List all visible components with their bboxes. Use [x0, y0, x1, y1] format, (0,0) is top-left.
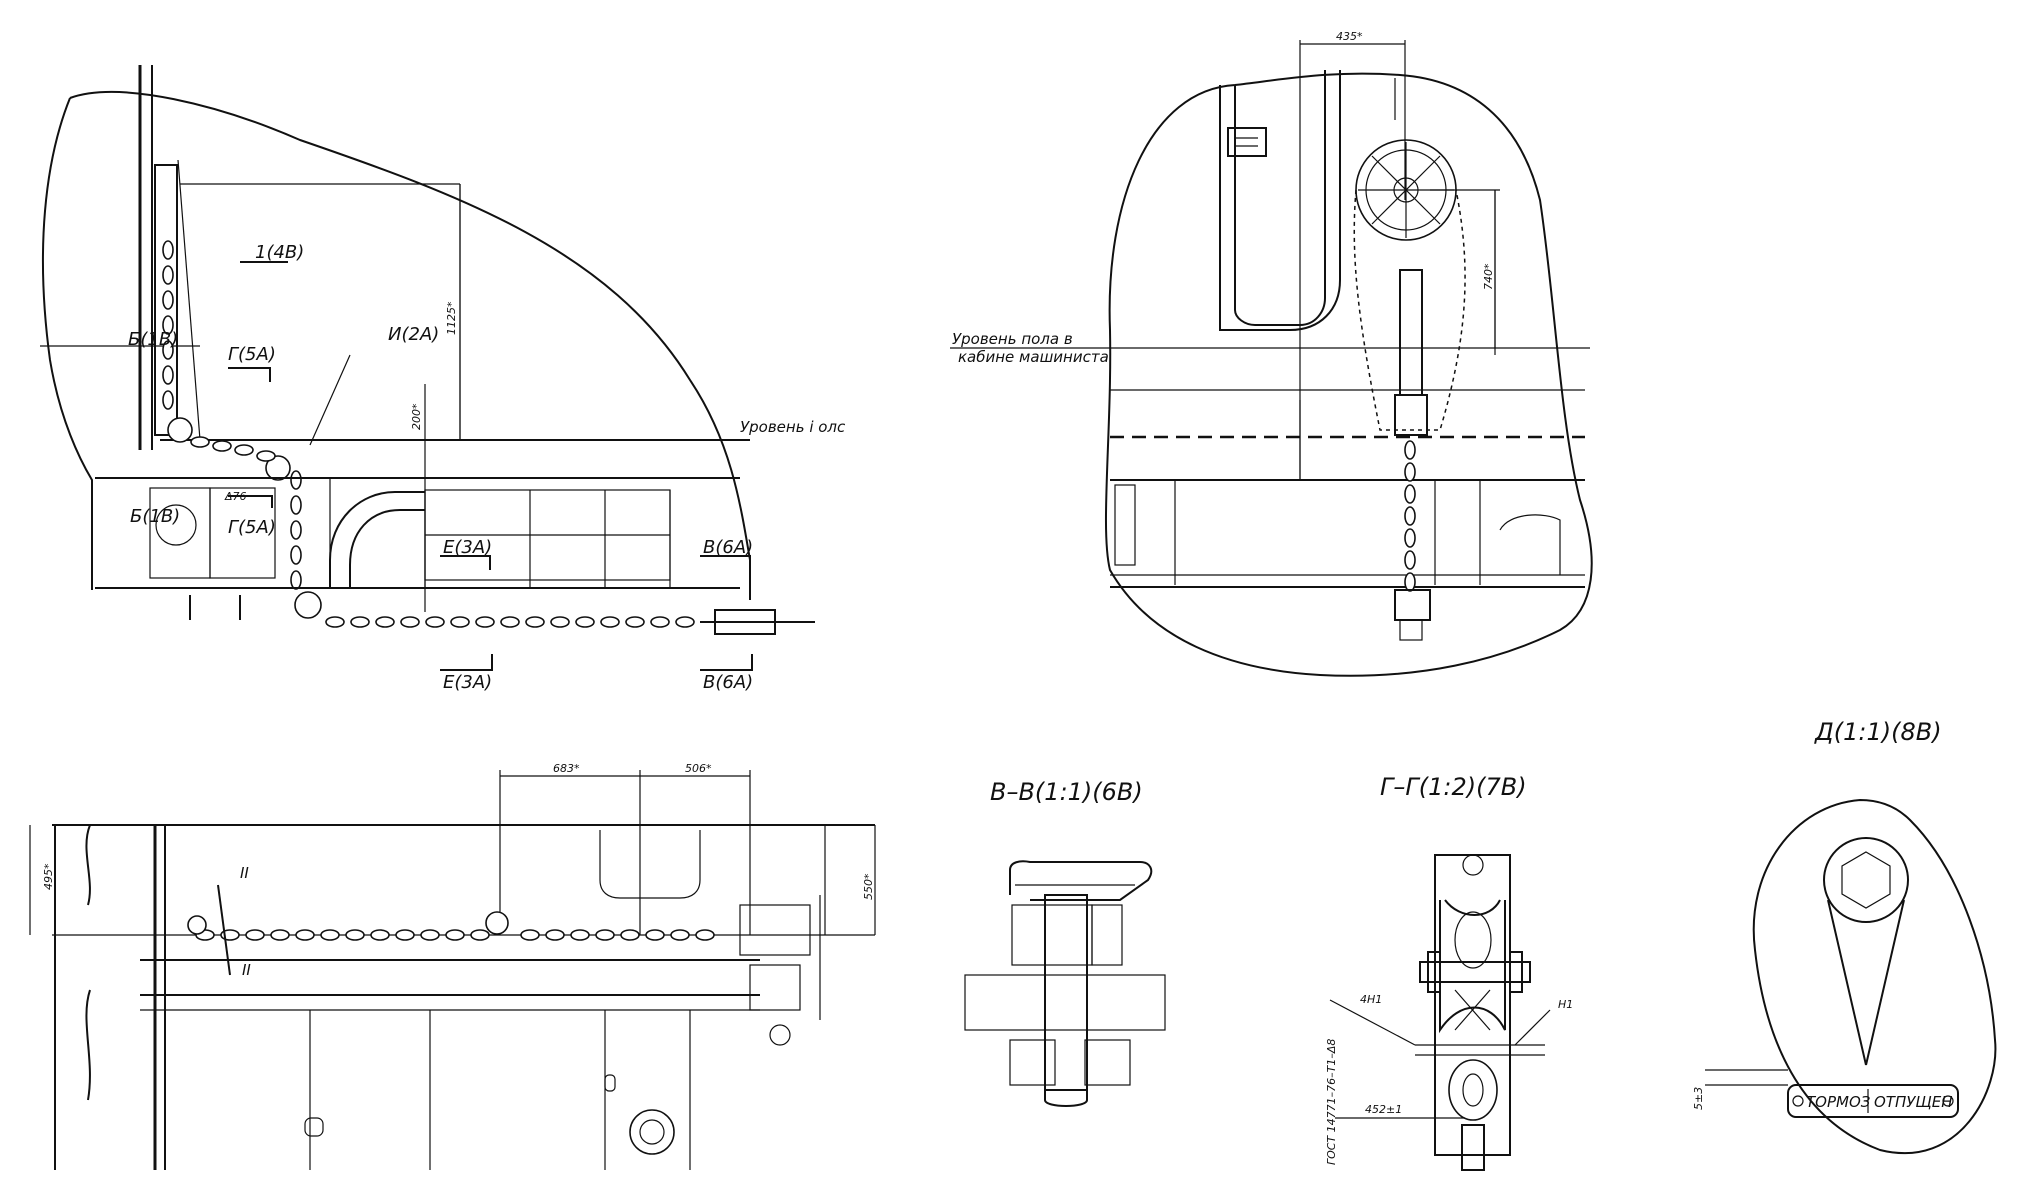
label-g5-top: Г(5А): [228, 344, 276, 365]
section-g-gost: ГОСТ 14771–76–Т1–Δ8: [1325, 1039, 1338, 1165]
label-floor-level-2: кабине машиниста: [958, 348, 1109, 366]
label-g5-bottom: Г(5А): [228, 517, 276, 538]
dim-506: 506*: [685, 762, 712, 775]
section-g: [1329, 854, 1551, 1171]
dim-1125: 1125*: [445, 301, 458, 335]
label-floor-level-1: Уровень пола в: [952, 330, 1073, 348]
label-v6-top: В(6А): [703, 537, 753, 558]
label-level: Уровень і олс: [740, 418, 846, 436]
mark-ii-2: II: [242, 961, 251, 979]
section-g-dim-452: 452±1: [1365, 1103, 1402, 1116]
detail-d-dim-5: 5±3: [1692, 1087, 1705, 1110]
top-left-view: [40, 65, 815, 671]
section-v-title: В–В(1:1)(6В): [990, 778, 1143, 806]
label-i2: И(2А): [388, 324, 439, 345]
label-v6-bottom: В(6А): [703, 672, 753, 693]
detail-d: [1705, 798, 1997, 1154]
dim-740: 740*: [1482, 263, 1495, 290]
detail-d-title: Д(1:1)(8В): [1814, 718, 1942, 746]
label-e3-bottom: Е(3А): [443, 672, 492, 693]
label-b1-top: Б(1В): [128, 329, 178, 350]
label-b1-bottom: Б(1В): [130, 506, 180, 527]
section-v: [964, 860, 1166, 1107]
section-g-weld-n1: Н1: [1558, 998, 1573, 1011]
top-right-view: [950, 40, 1593, 677]
dim-683: 683*: [553, 762, 580, 775]
bottom-left-view: [29, 770, 876, 1170]
section-g-title: Г–Г(1:2)(7В): [1380, 773, 1527, 801]
mark-ii-1: II: [240, 864, 249, 882]
detail-d-plate-text-1: ТОРМОЗ: [1806, 1093, 1871, 1111]
dim-495: 495*: [42, 863, 55, 890]
label-ref4: 1(4В): [255, 242, 304, 263]
section-g-weld-4n1: 4Н1: [1360, 993, 1382, 1006]
label-e3-top: Е(3А): [443, 537, 492, 558]
detail-d-plate-text-2: ОТПУЩЕН: [1874, 1093, 1953, 1111]
dim-435: 435*: [1336, 30, 1363, 43]
dim-small: Δ76: [224, 490, 247, 503]
dim-550: 550*: [862, 873, 875, 900]
dim-200: 200*: [410, 403, 423, 430]
